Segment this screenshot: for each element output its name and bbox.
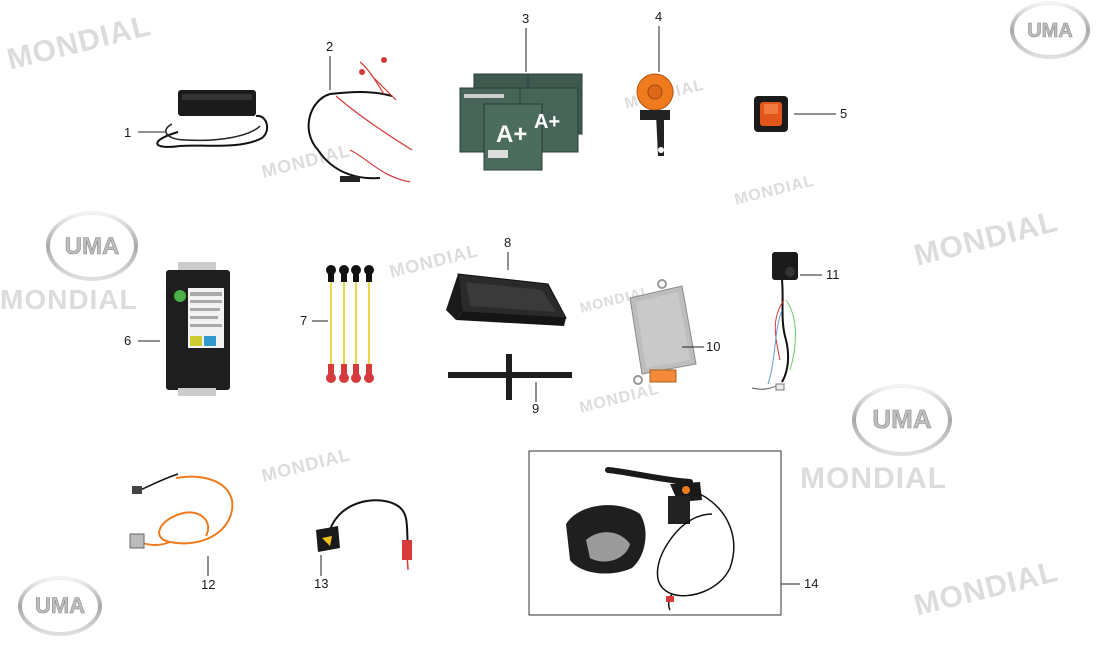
callout-8: 8 [504,235,512,250]
brake-lever-assembly-part [566,467,735,611]
uma-logo: UMA [18,576,102,636]
callout-14: 14 [804,576,819,591]
battery-pack-part: A+ A+ [459,73,583,171]
battery-bracket-part [448,354,572,400]
callout-6: 6 [124,333,132,348]
svg-text:UMA: UMA [35,593,85,618]
callout-5: 5 [840,106,848,121]
svg-text:UMA: UMA [65,233,120,260]
callout-9: 9 [532,401,540,416]
callout-10: 10 [706,339,721,354]
uma-logo: UMA [46,211,138,281]
callout-1: 1 [124,125,132,140]
horn-part [636,73,674,156]
wiring-harness-part [307,57,413,183]
assembly-box [528,450,782,616]
watermark: MONDIAL [0,284,138,315]
svg-text:A+: A+ [496,121,527,148]
callout-11: 11 [826,267,840,282]
svg-text:A+: A+ [534,111,560,133]
battery-tray-part [446,273,567,326]
callout-3: 3 [522,11,530,26]
charger-part [156,90,269,148]
svg-text:UMA: UMA [872,404,931,434]
callout-4: 4 [655,9,663,24]
control-module-part [629,279,697,385]
controller-part [166,262,230,396]
callout-2: 2 [326,39,334,54]
uma-logo: UMA [852,384,952,456]
sensor-part [751,252,798,391]
charging-socket-part [316,499,412,571]
leader-lines [138,26,836,585]
callout-7: 7 [300,313,308,328]
rocker-switch-part [754,96,788,132]
svg-text:UMA: UMA [1027,20,1073,42]
callout-13: 13 [314,576,329,591]
orange-cable-part [129,473,234,549]
callout-12: 12 [201,577,216,592]
watermark: MONDIAL [800,462,947,495]
battery-connector-cables-part [326,265,374,383]
uma-logo: UMA [1010,1,1090,59]
